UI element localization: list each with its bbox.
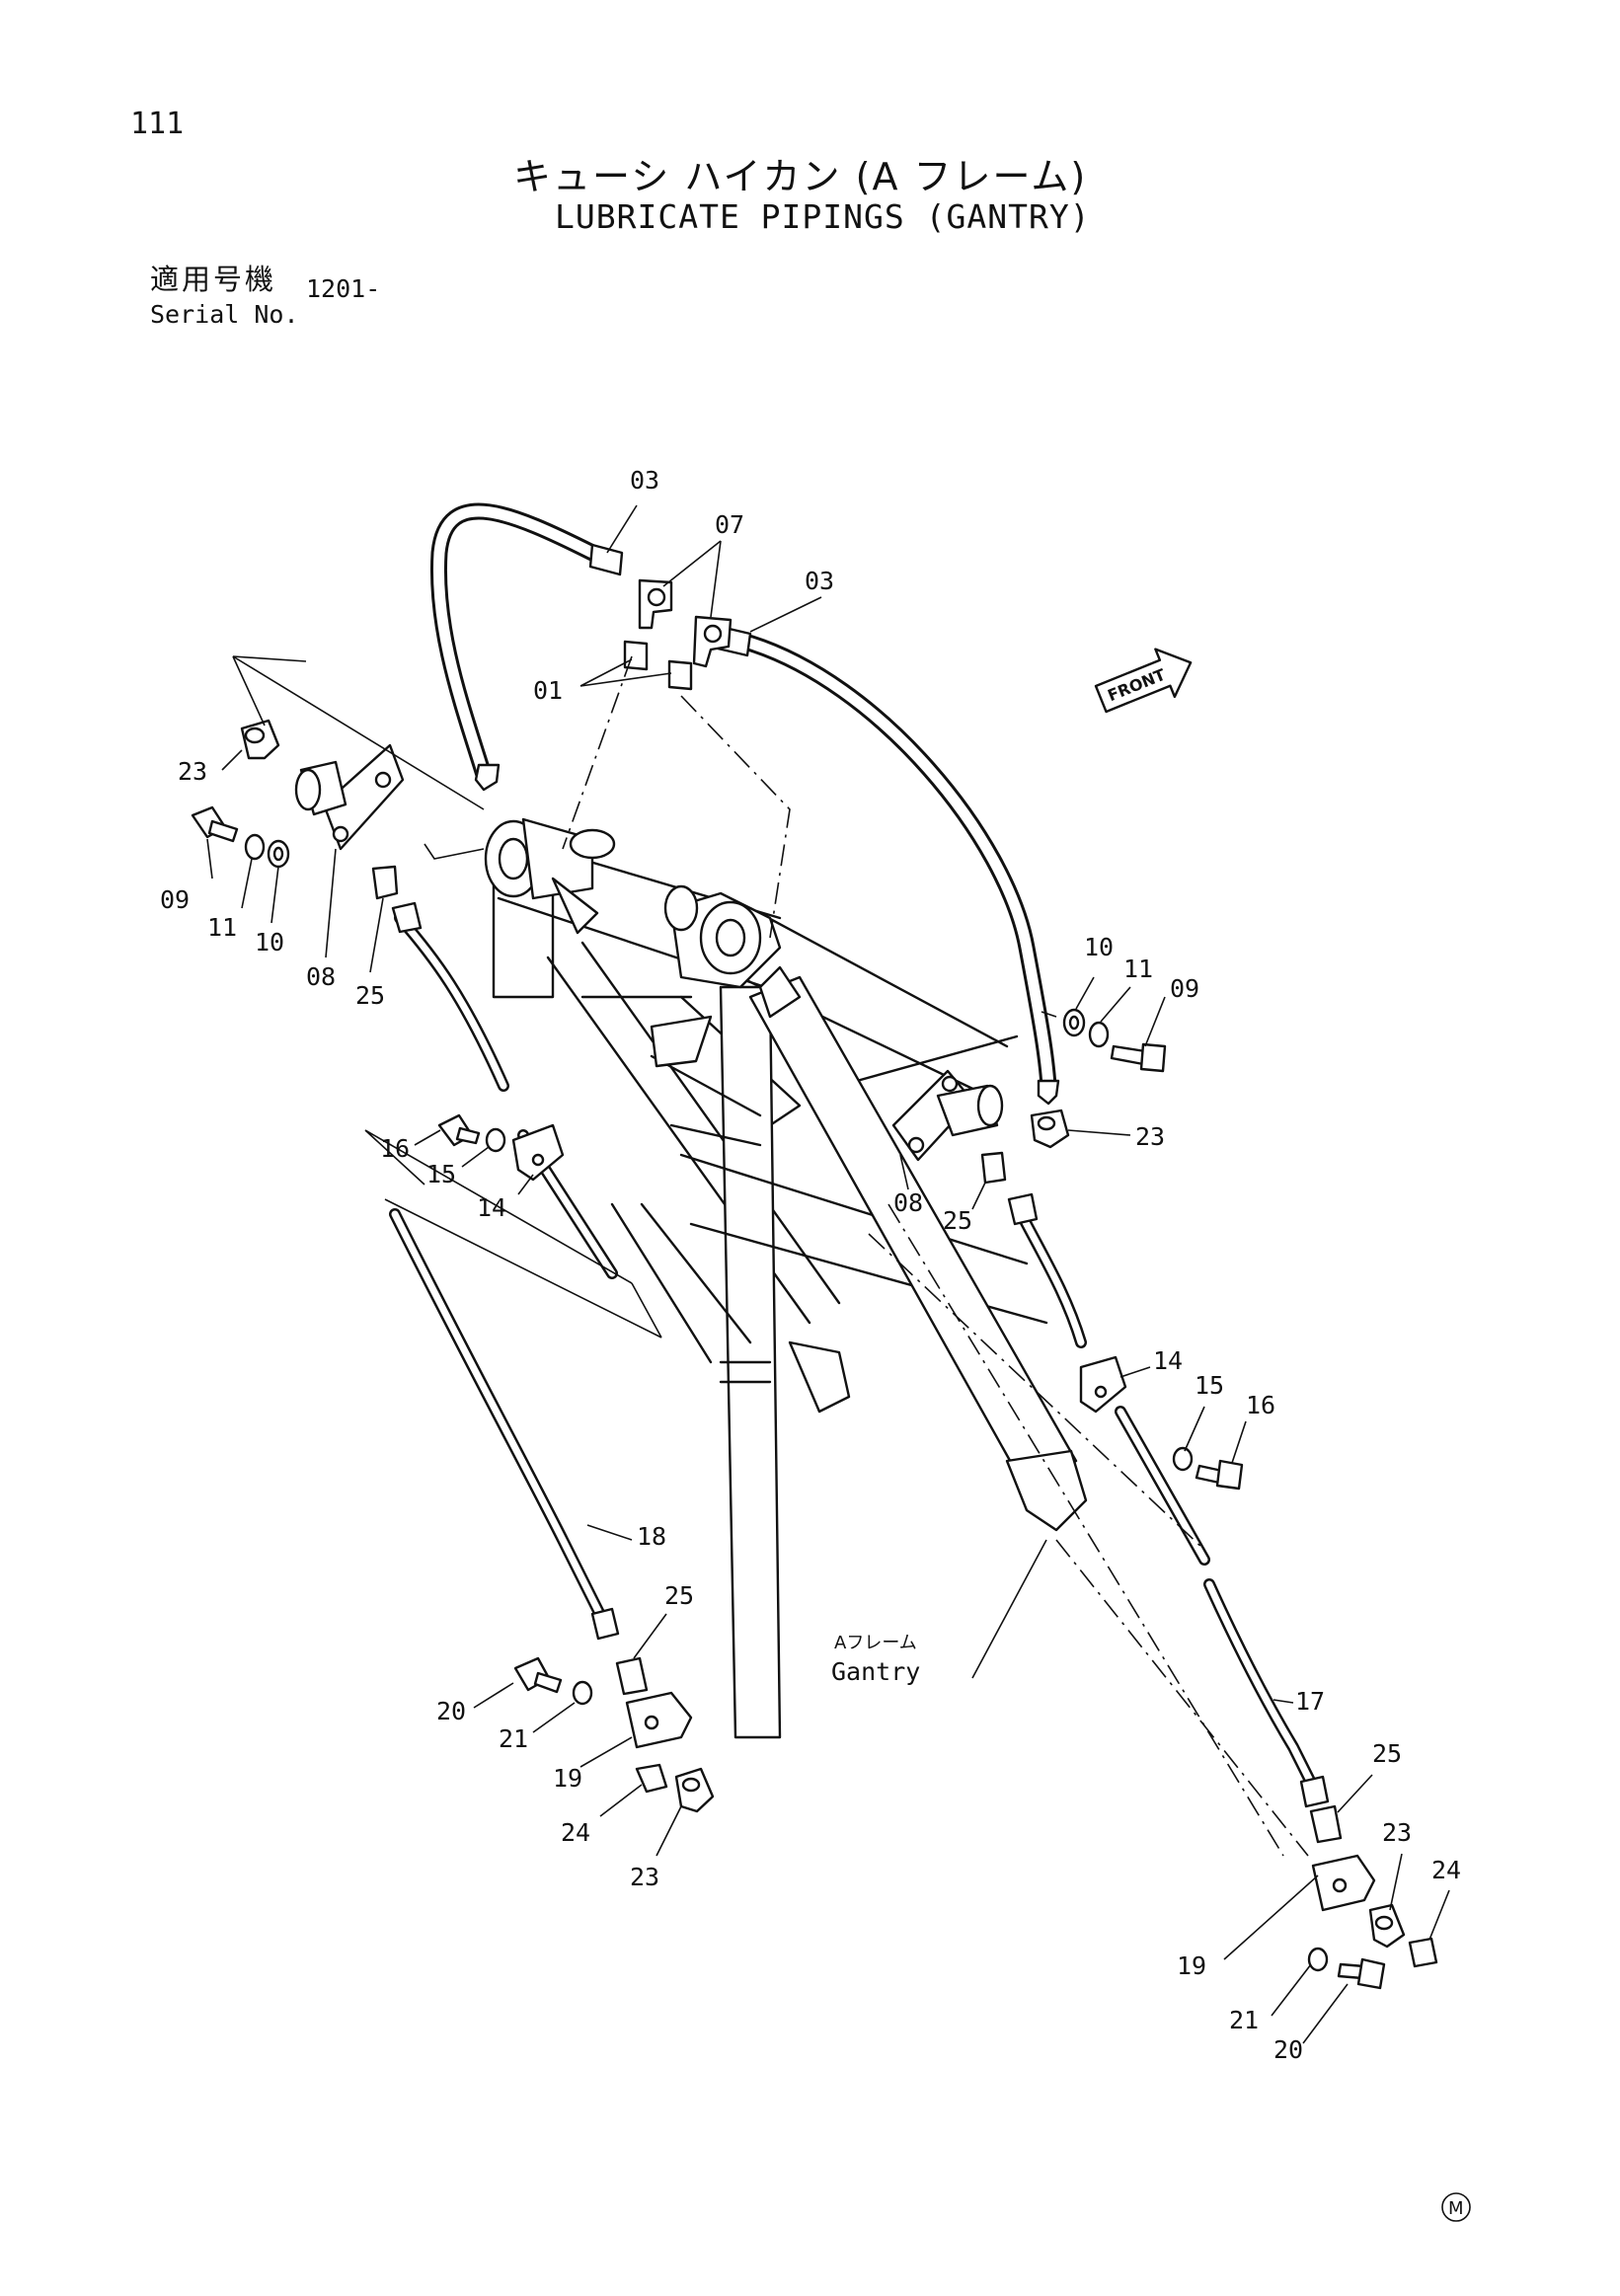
washer-21-right	[1307, 1947, 1329, 1972]
page-number: 111	[130, 107, 185, 141]
callout-24: 24	[561, 1818, 590, 1847]
callout-10: 10	[255, 928, 284, 957]
callout-25: 25	[355, 981, 385, 1010]
pipe-17	[1203, 1578, 1330, 1808]
left-pivot-hub	[484, 817, 616, 935]
callout-15: 15	[426, 1160, 456, 1188]
block-19-left	[625, 1691, 693, 1749]
maker-mark: M	[1441, 2192, 1471, 2222]
pipe-right-upper	[1007, 1192, 1210, 1566]
front-direction-arrow: FRONT	[1094, 648, 1193, 714]
washer-21-left	[572, 1680, 593, 1706]
elbow-23-right-bottom	[1368, 1903, 1406, 1949]
callout-14: 14	[1153, 1346, 1183, 1375]
projection-lines	[232, 655, 1309, 1857]
pipe-18	[389, 1208, 620, 1641]
serial-label-japanese: 適用号機	[150, 263, 277, 296]
callout-11: 11	[1123, 955, 1153, 983]
callout-labels: 03 07 03 01 23 09 11 10 08 25 16 15 14 1…	[160, 466, 1461, 2064]
callout-17: 17	[1295, 1687, 1325, 1716]
callout-08: 08	[893, 1188, 923, 1217]
leader-lines	[206, 504, 1450, 2044]
callout-03: 03	[805, 567, 834, 595]
bolt-16-right	[1195, 1459, 1244, 1491]
washer-15-right	[1172, 1446, 1194, 1472]
callout-20: 20	[436, 1697, 466, 1725]
callout-25: 25	[664, 1581, 694, 1610]
maker-mark-letter: M	[1448, 2198, 1464, 2219]
callout-18: 18	[637, 1522, 666, 1551]
clamp-14-left	[511, 1123, 565, 1182]
elbow-07-left	[638, 578, 673, 630]
bracket-08-right	[891, 1069, 1004, 1162]
adapter-25-left-bottom	[615, 1656, 649, 1696]
callout-07: 07	[715, 510, 744, 539]
callout-23: 23	[1382, 1818, 1412, 1847]
callout-03: 03	[630, 466, 659, 495]
callout-09: 09	[1170, 974, 1199, 1003]
callout-09: 09	[160, 885, 190, 914]
elbow-23-left-top	[240, 719, 280, 760]
bolt-09-right	[1110, 1042, 1167, 1073]
title-japanese: キューシ ハイカン (A フレーム)	[513, 155, 1088, 198]
callout-19: 19	[1177, 1952, 1206, 1980]
callout-23: 23	[630, 1863, 659, 1891]
washer-15-left	[485, 1127, 506, 1153]
elbow-23-left-bottom	[674, 1767, 715, 1813]
callout-16: 16	[380, 1134, 410, 1163]
elbow-07-right	[692, 615, 733, 668]
callout-21: 21	[1229, 2006, 1259, 2034]
fitting-24-right	[1408, 1937, 1438, 1968]
callout-10: 10	[1084, 933, 1114, 961]
serial-label-english: Serial No.	[150, 300, 299, 329]
bolt-20-left	[513, 1656, 563, 1694]
callout-23: 23	[1135, 1122, 1165, 1151]
washer-10-right	[1062, 1008, 1086, 1037]
washer-10-left	[267, 839, 290, 869]
nipple-01-right	[667, 659, 693, 691]
bolt-09-left	[191, 805, 239, 843]
callout-25: 25	[1372, 1739, 1402, 1768]
bracket-08-left	[294, 743, 405, 851]
callout-16: 16	[1246, 1391, 1275, 1419]
callout-14: 14	[477, 1193, 506, 1222]
clamp-14-right	[1079, 1355, 1127, 1414]
callout-23: 23	[178, 757, 207, 786]
elbow-23-right-top	[1030, 1109, 1070, 1149]
adapter-25-right-bottom	[1309, 1804, 1343, 1844]
washer-11-left	[244, 833, 266, 861]
gantry-label-english: Gantry	[831, 1657, 920, 1686]
callout-24: 24	[1431, 1856, 1461, 1884]
bolt-20-right	[1337, 1957, 1386, 1990]
callout-19: 19	[553, 1764, 582, 1793]
block-19-right	[1311, 1854, 1376, 1912]
washer-11-right	[1088, 1021, 1110, 1048]
gantry-label-japanese: Aフレーム	[834, 1633, 917, 1653]
serial-value: 1201-	[306, 274, 381, 303]
callout-08: 08	[306, 962, 336, 991]
gantry-frame	[484, 817, 1088, 1739]
callout-01: 01	[533, 676, 563, 705]
callout-25: 25	[943, 1206, 972, 1235]
callout-21: 21	[499, 1724, 528, 1753]
callout-20: 20	[1273, 2035, 1303, 2064]
bolt-16-left	[437, 1113, 481, 1147]
adapter-25-left	[371, 865, 399, 900]
fitting-24-left	[635, 1763, 668, 1794]
callout-15: 15	[1195, 1371, 1224, 1400]
callout-11: 11	[207, 913, 237, 942]
title-english: LUBRICATE PIPINGS (GANTRY)	[555, 197, 1091, 236]
hose-left-03	[429, 502, 624, 792]
adapter-25-right	[980, 1151, 1007, 1185]
center-pivot-hub	[650, 884, 802, 1068]
